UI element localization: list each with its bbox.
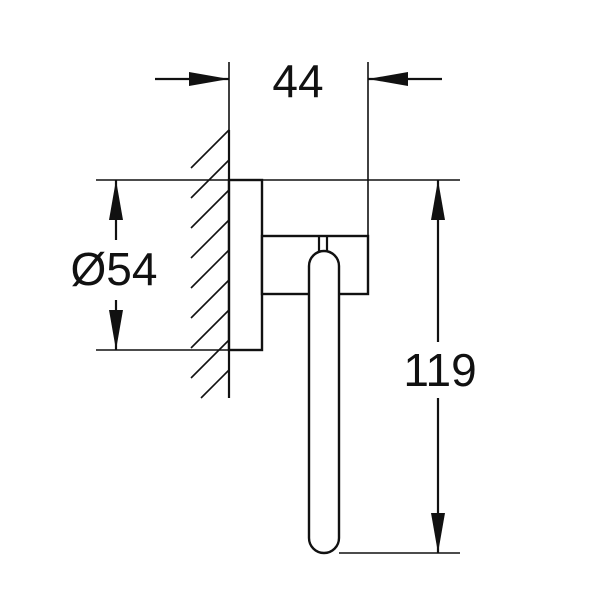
arrow-up bbox=[109, 180, 123, 220]
wall bbox=[190, 129, 231, 399]
wall-plate bbox=[227, 178, 264, 352]
diameter-label: Ø54 bbox=[71, 243, 158, 295]
diameter-dimension: Ø54 bbox=[71, 179, 229, 351]
arrow-down-right bbox=[431, 513, 445, 553]
width-label: 44 bbox=[272, 55, 323, 107]
arrow-right bbox=[189, 72, 229, 86]
arrow-down bbox=[109, 310, 123, 350]
arrow-up-right bbox=[431, 180, 445, 220]
wall-hatching bbox=[190, 129, 230, 399]
product-outline bbox=[227, 178, 370, 555]
height-dimension: 119 bbox=[262, 179, 477, 554]
arrow-left bbox=[368, 72, 408, 86]
width-dimension: 44 bbox=[155, 55, 442, 237]
height-label: 119 bbox=[403, 344, 476, 396]
paper-holder-hook bbox=[307, 249, 341, 555]
